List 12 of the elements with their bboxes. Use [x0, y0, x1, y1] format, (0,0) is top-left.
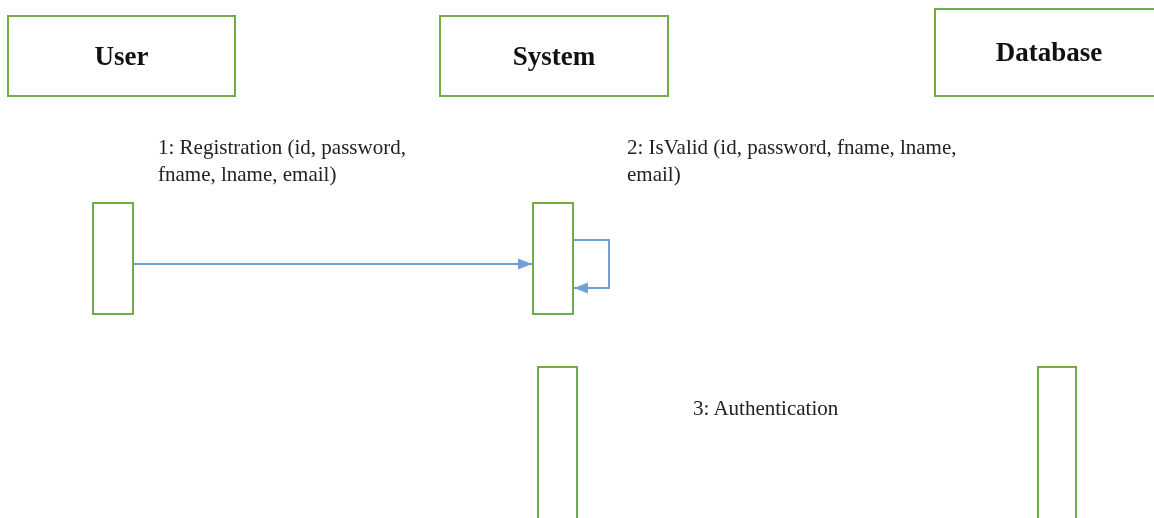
message-arrow [133, 258, 533, 270]
participant-name: Database [995, 37, 1103, 68]
lifeline-header-box [439, 15, 669, 97]
participant-name: User [94, 40, 149, 72]
lifeline-header-box [934, 8, 1154, 97]
activation-bar [92, 202, 134, 315]
participant-name: System [512, 40, 596, 72]
self-message-arrow [573, 239, 610, 294]
activation-bar [537, 366, 578, 518]
activation-bar [532, 202, 574, 315]
activation-bar [1037, 366, 1077, 518]
lifeline-header-box [7, 15, 236, 97]
